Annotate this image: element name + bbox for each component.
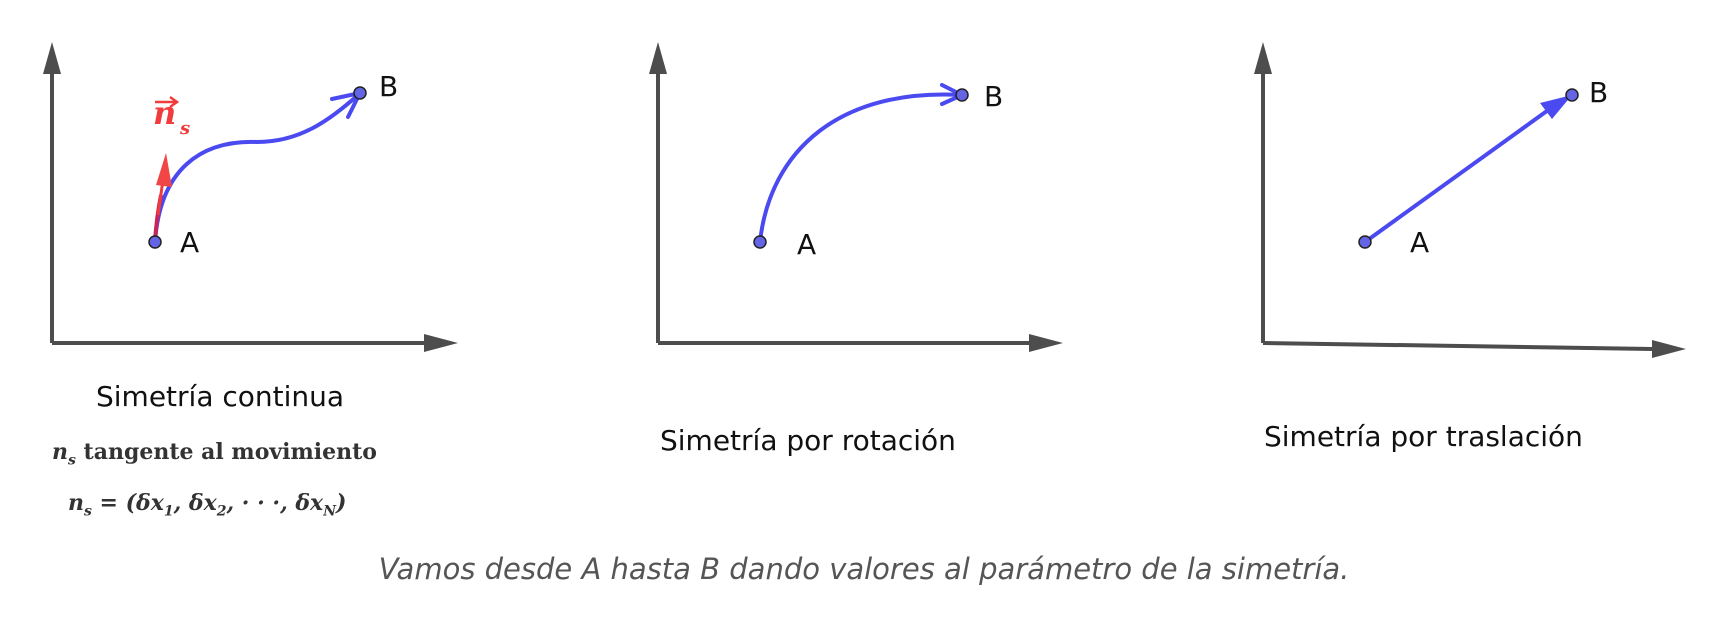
panel-continuous: A B n s	[43, 42, 458, 352]
x-axis	[658, 334, 1063, 352]
def-vector-sub: s	[84, 503, 92, 520]
tangent-note: ns tangente al movimiento	[52, 439, 377, 468]
vector-label-ns: n s	[153, 94, 190, 139]
note-line1-tail: tangente al movimiento	[75, 439, 377, 465]
def-sub1: 1	[163, 503, 174, 520]
translation-line	[1363, 101, 1560, 244]
y-axis	[43, 42, 61, 343]
def-part2: , δx	[173, 490, 217, 516]
vector-label-base: n	[153, 94, 176, 132]
panel-title-translation: Simetría por traslación	[1264, 420, 1583, 453]
vector-arrow-accent-icon	[155, 95, 180, 109]
line-arrowhead	[1540, 95, 1572, 119]
label-b: B	[1589, 76, 1608, 109]
panel-translation: A B	[1254, 42, 1686, 358]
label-a: A	[180, 226, 199, 259]
point-a	[1358, 235, 1372, 249]
def-part1: = (δx	[91, 490, 164, 516]
panel-rotation: A B	[649, 42, 1063, 352]
vector-label-sub: s	[179, 118, 190, 139]
def-subN: N	[323, 503, 336, 520]
motion-path	[153, 93, 360, 243]
def-part4: )	[335, 490, 347, 516]
note-vector-n: n	[52, 439, 68, 465]
point-a	[148, 235, 162, 249]
point-b	[353, 86, 367, 100]
def-part3: , · · ·, δx	[226, 490, 324, 516]
x-axis	[52, 334, 458, 352]
label-a: A	[797, 228, 816, 261]
note-vector-sub: s	[68, 452, 76, 469]
x-axis	[1262, 340, 1686, 358]
panel-title-rotation: Simetría por rotación	[660, 424, 956, 457]
point-a	[753, 235, 767, 249]
y-axis	[649, 42, 667, 343]
rotation-arc	[758, 92, 963, 243]
point-b	[955, 88, 969, 102]
vector-definition: ns = (δx1, δx2, · · ·, δxN)	[68, 490, 346, 519]
def-vector-n: n	[68, 490, 84, 516]
label-b: B	[984, 80, 1003, 113]
point-b	[1565, 88, 1579, 102]
def-sub2: 2	[216, 503, 227, 520]
figure-caption: Vamos desde A hasta B dando valores al p…	[378, 552, 1350, 586]
y-axis	[1254, 42, 1272, 343]
panel-title-continuous: Simetría continua	[96, 380, 345, 413]
label-a: A	[1410, 226, 1429, 259]
label-b: B	[379, 70, 398, 103]
